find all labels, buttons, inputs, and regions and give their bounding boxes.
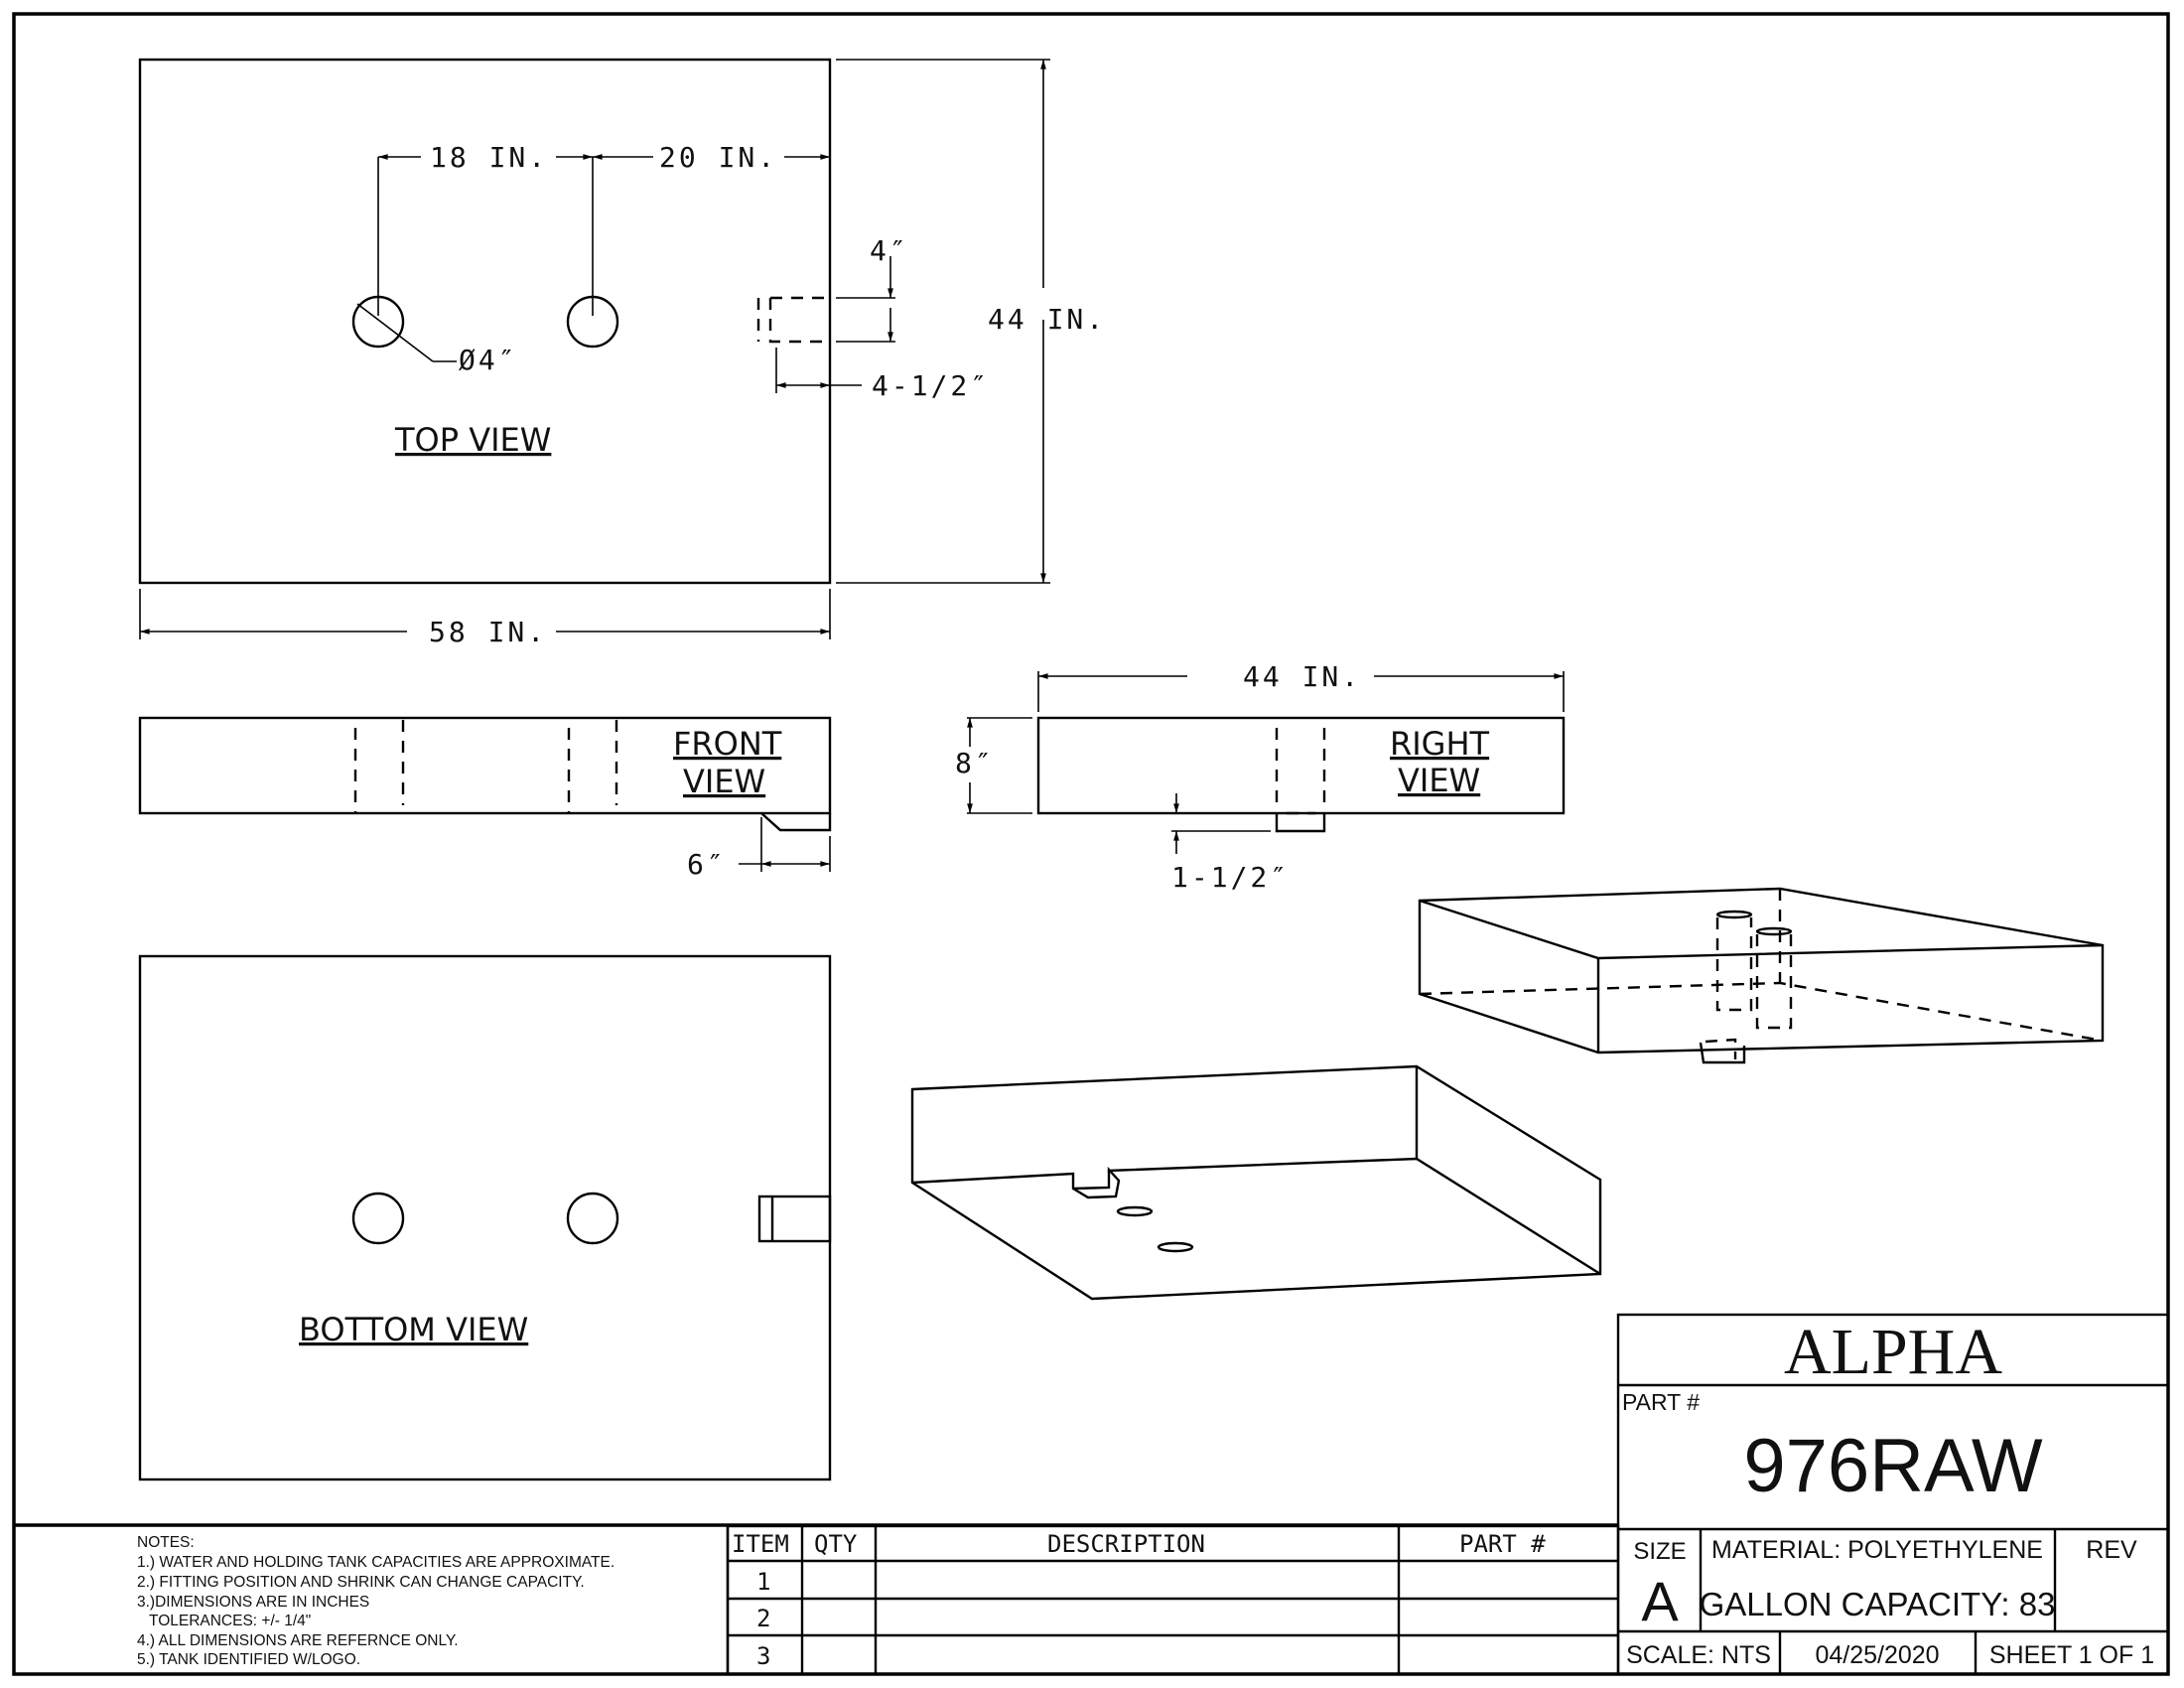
isometric-view-top (1418, 887, 2105, 1064)
dim-top-width: 58 IN. (429, 616, 547, 648)
notes-title: NOTES: (137, 1534, 195, 1551)
right-view-label-1: RIGHT (1390, 725, 1490, 763)
bottom-view: BOTTOM VIEW (138, 954, 832, 1481)
dim-18in: 18 IN. (430, 141, 548, 174)
sheet-number: SHEET 1 OF 1 (1989, 1641, 2154, 1669)
size-value: A (1641, 1570, 1679, 1632)
table-row-3-item: 3 (756, 1642, 770, 1670)
note-1: 1.) WATER AND HOLDING TANK CAPACITIES AR… (137, 1554, 614, 1571)
table-header-part: PART # (1459, 1530, 1546, 1558)
dim-hole-diameter: Ø4″ (459, 344, 518, 376)
right-view-outline (1036, 716, 1566, 815)
front-view-label-2: VIEW (683, 763, 765, 800)
note-3: 3.)DIMENSIONS ARE IN INCHES (137, 1594, 369, 1611)
bottom-hole-1-icon (351, 1192, 405, 1245)
dim-top-height: 44 IN. (988, 303, 1106, 336)
drawing-date: 04/25/2020 (1815, 1641, 1939, 1669)
dim-fitting-width: 4″ (870, 234, 909, 267)
size-label: SIZE (1633, 1538, 1686, 1565)
table-row-2-item: 2 (756, 1605, 770, 1632)
right-view-label-2: VIEW (1398, 762, 1480, 799)
dim-tab-length: 6″ (687, 848, 727, 881)
bottom-hole-2-icon (566, 1192, 619, 1245)
note-4: 4.) ALL DIMENSIONS ARE REFERNCE ONLY. (137, 1632, 459, 1649)
table-header-qty: QTY (814, 1530, 858, 1558)
right-view: 44 IN. 8″ 1-1/2″ RIGHT VIEW (955, 660, 1566, 894)
table-header-description: DESCRIPTION (1047, 1530, 1205, 1558)
front-view-label-1: FRONT (673, 725, 782, 763)
company-logo: ALPHA (1784, 1316, 2002, 1388)
gallon-capacity: GALLON CAPACITY: 83 (1700, 1586, 2056, 1622)
rev-label: REV (2086, 1536, 2137, 1564)
front-view-outline (138, 716, 832, 815)
top-view-label: TOP VIEW (394, 421, 551, 459)
bottom-view-outline (138, 954, 832, 1481)
bottom-view-label: BOTTOM VIEW (299, 1311, 528, 1348)
dim-fitting-depth: 4-1/2″ (872, 369, 990, 402)
front-view: 6″ FRONT VIEW (138, 716, 832, 881)
table-header-item: ITEM (732, 1530, 789, 1558)
material: MATERIAL: POLYETHYLENE (1711, 1536, 2043, 1564)
top-view: 18 IN. 20 IN. Ø4″ 4″ 4-1/2″ 44 IN. (138, 58, 1106, 648)
note-3-tolerance: TOLERANCES: +/- 1/4" (149, 1613, 311, 1629)
dim-right-height: 8″ (955, 747, 995, 779)
notes-block: NOTES: 1.) WATER AND HOLDING TANK CAPACI… (137, 1534, 614, 1668)
title-block: ALPHA PART # 976RAW SIZE A MATERIAL: POL… (1616, 1313, 2170, 1676)
bottom-fitting-icon (757, 1195, 832, 1243)
part-number-label: PART # (1622, 1389, 1700, 1415)
scale: SCALE: NTS (1626, 1641, 1771, 1669)
parts-table: ITEM QTY DESCRIPTION PART # 1 2 3 (726, 1524, 1620, 1676)
table-row-1-item: 1 (756, 1568, 770, 1596)
part-number: 976RAW (1743, 1424, 2043, 1508)
note-5: 5.) TANK IDENTIFIED W/LOGO. (137, 1651, 360, 1668)
isometric-view-bottom (910, 1064, 1602, 1301)
dim-20in: 20 IN. (659, 141, 777, 174)
dim-fitting-drop: 1-1/2″ (1171, 861, 1290, 894)
note-2: 2.) FITTING POSITION AND SHRINK CAN CHAN… (137, 1574, 585, 1591)
top-view-outline (138, 58, 832, 585)
dim-right-width: 44 IN. (1243, 660, 1361, 693)
